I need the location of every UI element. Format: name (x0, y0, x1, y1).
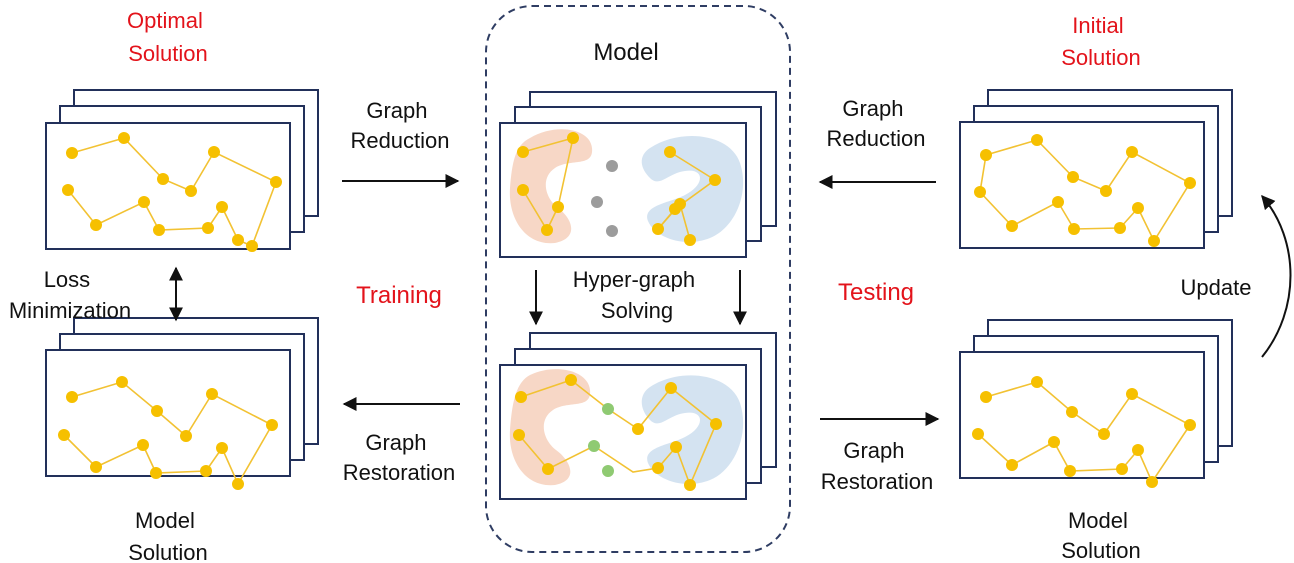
model-solution-right-graph (972, 376, 1196, 488)
optimal-solution-title: Optimal Solution (127, 8, 209, 66)
training-label: Training (356, 282, 442, 309)
model-title: Model (593, 39, 658, 66)
optimal-tour-graph (62, 132, 282, 252)
model-container (485, 5, 791, 553)
reduced-graph (509, 129, 744, 246)
graph-restoration-right-label: Graph Restoration (821, 438, 934, 494)
graph-reduction-right-label: Graph Reduction (826, 96, 925, 151)
hyper-graph-solving-label: Hyper-graph Solving (573, 267, 701, 323)
graph-restoration-left-label: Graph Restoration (343, 430, 456, 485)
initial-solution-stack (959, 89, 1233, 249)
optimal-solution-stack (45, 89, 319, 250)
graph-reduction-left-label: Graph Reduction (350, 98, 449, 153)
initial-tour-graph (974, 134, 1196, 247)
testing-label: Testing (838, 279, 914, 306)
model-solution-right-caption: Model Solution (1061, 508, 1141, 563)
right-cluster-blob (641, 136, 744, 242)
initial-solution-title: Initial Solution (1061, 13, 1141, 70)
update-label: Update (1181, 275, 1252, 300)
loss-minimization-label: Loss Minimization (9, 267, 131, 323)
restored-graph (509, 369, 744, 491)
model-solution-left-caption: Model Solution (128, 508, 208, 563)
model-solution-left-graph (58, 376, 278, 490)
model-solution-left-stack (45, 317, 319, 477)
update-curved-arrow-icon (1261, 194, 1292, 358)
left-cluster-blob-2 (509, 369, 591, 486)
left-cluster-blob (509, 129, 593, 244)
